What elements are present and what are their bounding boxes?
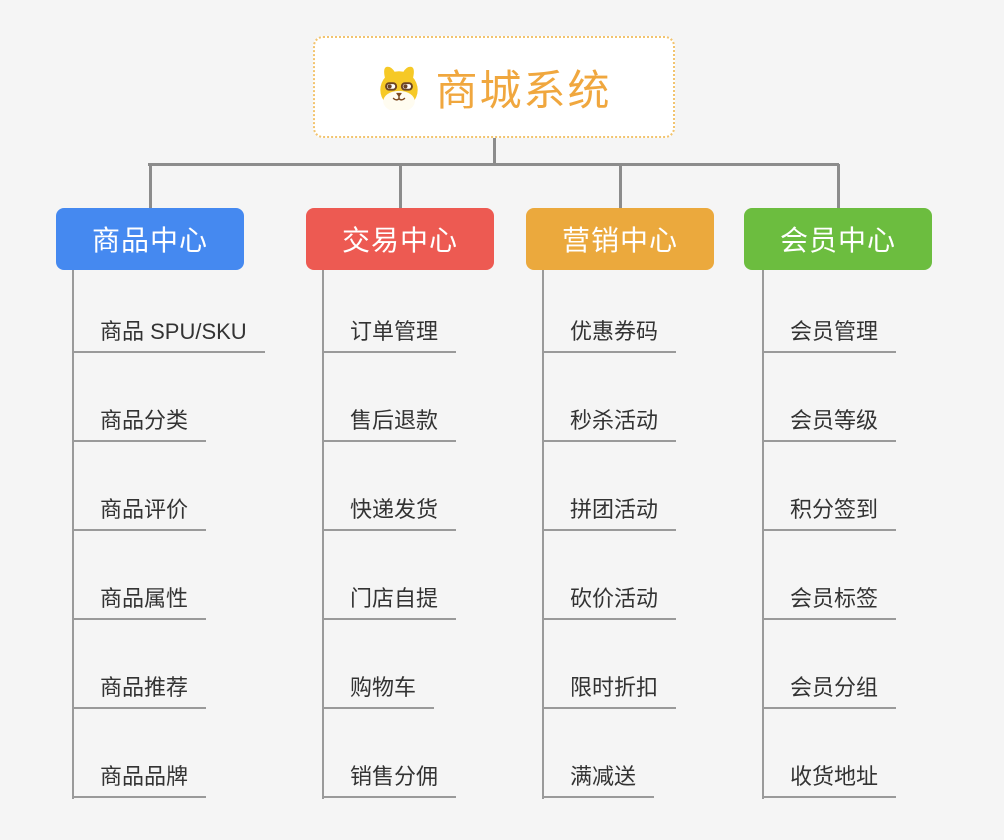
leaf-item[interactable]: 商品分类 [72,403,207,442]
leaf-item[interactable]: 砍价活动 [542,581,677,620]
leaf-item[interactable]: 会员分组 [762,670,897,709]
branch-label: 会员中心 [779,225,896,256]
branch-node-member-center[interactable]: 会员中心 [744,208,932,270]
branch-trunk-2 [322,270,324,799]
branch-trunk-3 [542,270,544,799]
leaf-item[interactable]: 会员管理 [762,314,897,353]
leaf-item[interactable]: 满减送 [542,759,655,798]
branch-node-marketing-center[interactable]: 营销中心 [526,208,714,270]
leaf-item[interactable]: 订单管理 [322,314,457,353]
connector-drop-1 [148,164,152,208]
leaf-item[interactable]: 商品属性 [72,581,207,620]
leaf-item[interactable]: 商品推荐 [72,670,207,709]
leaf-item[interactable]: 积分签到 [762,492,897,531]
leaf-item[interactable]: 会员标签 [762,581,897,620]
leaf-item[interactable]: 商品评价 [72,492,207,531]
leaf-item[interactable]: 门店自提 [322,581,457,620]
branch-trunk-4 [762,270,764,799]
connector-drop-2 [398,164,402,208]
branch-label: 交易中心 [341,225,458,256]
leaf-item[interactable]: 售后退款 [322,403,457,442]
connector-bus [148,163,839,166]
leaf-item[interactable]: 会员等级 [762,403,897,442]
branch-label: 商品中心 [91,225,208,256]
branch-label: 营销中心 [561,225,678,256]
leaf-item[interactable]: 商品品牌 [72,759,207,798]
leaf-item[interactable]: 购物车 [322,670,435,709]
leaf-item[interactable]: 优惠券码 [542,314,677,353]
root-label: 商城系统 [435,66,612,114]
connector-drop-3 [618,164,622,208]
leaf-item[interactable]: 商品 SPU/SKU [72,314,265,353]
leaf-item[interactable]: 秒杀活动 [542,403,677,442]
leaf-item[interactable]: 销售分佣 [322,759,457,798]
leaf-item[interactable]: 快递发货 [322,492,457,531]
leaf-item[interactable]: 收货地址 [762,759,897,798]
leaf-item[interactable]: 限时折扣 [542,670,677,709]
leaf-item[interactable]: 拼团活动 [542,492,677,531]
shiba-dog-icon [376,64,422,110]
connector-root-stub [493,138,496,164]
branch-trunk-1 [72,270,74,799]
root-node[interactable]: 商城系统 [313,36,675,138]
branch-node-trade-center[interactable]: 交易中心 [306,208,494,270]
connector-drop-4 [836,164,840,208]
branch-node-product-center[interactable]: 商品中心 [56,208,244,270]
